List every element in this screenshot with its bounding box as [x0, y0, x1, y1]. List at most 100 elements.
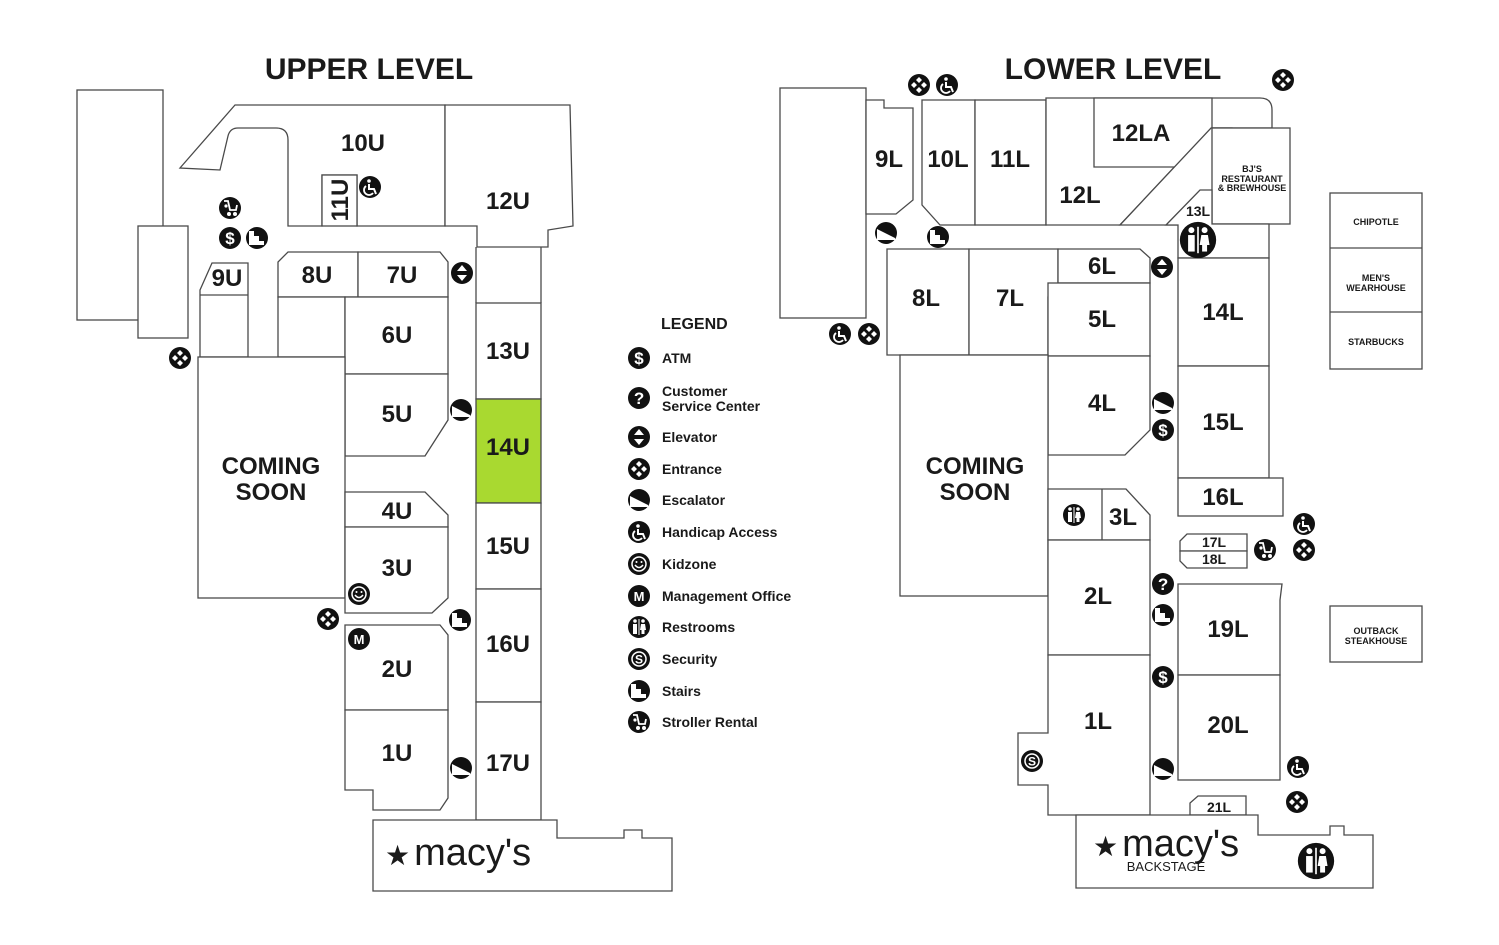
bjs-restaurant-brewhouse[interactable]	[1211, 127, 1291, 225]
lower-restroom-block	[1047, 488, 1151, 541]
lower-coming-soon-space	[899, 354, 1049, 597]
handicap-access-icon[interactable]	[358, 175, 382, 199]
restrooms-icon[interactable]	[1063, 504, 1085, 526]
legend-title: LEGEND	[661, 316, 728, 333]
unit-15u[interactable]	[475, 502, 542, 590]
unit-16u-label: 16U	[486, 631, 530, 658]
unit-16u[interactable]	[475, 588, 542, 703]
handicap-access-icon[interactable]	[935, 73, 959, 97]
stroller-rental-icon[interactable]	[218, 196, 242, 220]
unit-14l-label: 14L	[1202, 299, 1243, 326]
unit-12u[interactable]	[444, 104, 574, 248]
unit-3u[interactable]	[344, 526, 449, 614]
kidzone-icon[interactable]	[347, 582, 371, 606]
upper-coming-soon-line2: SOON	[236, 479, 307, 506]
unit-20l[interactable]	[1177, 674, 1281, 781]
escalator-icon[interactable]	[1152, 392, 1174, 414]
unit-11u[interactable]	[321, 174, 358, 227]
upper-macys-anchor[interactable]	[372, 819, 673, 892]
entrance-icon[interactable]	[1286, 791, 1308, 813]
svg-text:Customer: Customer	[662, 383, 728, 399]
unit-2l[interactable]	[1047, 539, 1151, 656]
security-icon[interactable]	[1020, 749, 1044, 773]
unit-11l[interactable]	[974, 99, 1047, 226]
unit-8u-label: 8U	[302, 262, 333, 289]
lower-macys-backstage-anchor[interactable]	[1075, 814, 1374, 889]
restrooms-icon[interactable]	[1179, 221, 1217, 259]
handicap-access-icon[interactable]	[1292, 512, 1316, 536]
unit-17u[interactable]	[475, 701, 542, 821]
unit-1l[interactable]	[1017, 654, 1151, 816]
unit-7u[interactable]	[357, 251, 449, 298]
macys-backstage-label: BACKSTAGE	[1127, 859, 1206, 874]
upper-coming-soon-space	[197, 356, 346, 599]
customer-service-icon[interactable]	[1152, 573, 1174, 595]
legend-item-stroller: Stroller Rental	[627, 710, 758, 734]
svg-text:Escalator: Escalator	[662, 492, 726, 508]
chipotle-label[interactable]: CHIPOTLE	[1353, 217, 1399, 227]
lower-unlabeled-block-left	[779, 87, 867, 319]
stroller-rental-icon[interactable]	[1253, 538, 1277, 562]
escalator-icon[interactable]	[1152, 758, 1174, 780]
entrance-icon[interactable]	[1272, 69, 1294, 91]
atm-icon	[628, 347, 650, 369]
unit-1u[interactable]	[344, 709, 449, 811]
unit-4u-label: 4U	[382, 498, 413, 525]
unit-17l[interactable]	[1179, 533, 1248, 552]
unit-19l[interactable]	[1177, 583, 1283, 676]
unit-13u[interactable]	[475, 302, 542, 400]
unit-16l[interactable]	[1177, 477, 1284, 517]
escalator-icon[interactable]	[450, 757, 472, 779]
elevator-icon[interactable]	[1151, 256, 1173, 278]
mens-wearhouse-label-line2[interactable]: WEARHOUSE	[1346, 283, 1406, 293]
entrance-icon[interactable]	[858, 323, 880, 345]
handicap-access-icon[interactable]	[1286, 755, 1310, 779]
starbucks-label[interactable]: STARBUCKS	[1348, 337, 1404, 347]
unit-14l[interactable]	[1177, 257, 1270, 367]
outback-label-line1: OUTBACK	[1354, 626, 1399, 636]
outback-steakhouse[interactable]	[1329, 605, 1423, 663]
unit-15l[interactable]	[1177, 365, 1270, 479]
unit-1l-label: 1L	[1084, 708, 1112, 735]
unit-2u[interactable]	[344, 624, 449, 711]
stairs-icon[interactable]	[1152, 604, 1174, 626]
stairs-icon[interactable]	[449, 609, 471, 631]
legend-item-entrance: Entrance	[628, 458, 722, 480]
stairs-icon[interactable]	[246, 227, 268, 249]
escalator-icon	[628, 489, 650, 511]
unit-6l-label: 6L	[1088, 253, 1116, 280]
unit-14u-highlighted[interactable]	[475, 398, 542, 504]
unit-4l-label: 4L	[1088, 390, 1116, 417]
unit-4u[interactable]	[344, 491, 449, 528]
atm-icon[interactable]	[1152, 419, 1174, 441]
atm-icon[interactable]	[219, 227, 241, 249]
handicap-access-icon[interactable]	[828, 322, 852, 346]
unit-6l[interactable]	[1057, 248, 1151, 284]
stairs-icon[interactable]	[927, 226, 949, 248]
unit-6u-label: 6U	[382, 322, 413, 349]
mens-wearhouse-label-line1[interactable]: MEN'S	[1362, 273, 1390, 283]
unit-6u[interactable]	[344, 296, 449, 375]
unit-5u-label: 5U	[382, 401, 413, 428]
entrance-icon[interactable]	[1293, 539, 1315, 561]
entrance-icon[interactable]	[317, 608, 339, 630]
svg-text:Service Center: Service Center	[662, 398, 761, 414]
elevator-icon[interactable]	[451, 262, 473, 284]
escalator-icon[interactable]	[450, 399, 472, 421]
escalator-icon[interactable]	[875, 222, 897, 244]
unit-2l-label: 2L	[1084, 583, 1112, 610]
unit-10l[interactable]	[921, 99, 976, 226]
entrance-icon[interactable]	[169, 347, 191, 369]
unit-12l-label: 12L	[1059, 182, 1100, 209]
unit-9l[interactable]	[865, 99, 914, 215]
lower-level-map: LOWER LEVEL 9L 10L 11L 12L 12LA BJ'S RES…	[779, 53, 1423, 889]
management-office-icon[interactable]	[348, 628, 370, 650]
unit-9u[interactable]	[199, 262, 249, 358]
entrance-icon[interactable]	[908, 74, 930, 96]
unit-15u-label: 15U	[486, 533, 530, 560]
atm-icon[interactable]	[1152, 666, 1174, 688]
unit-17l-label: 17L	[1202, 534, 1227, 550]
restrooms-icon[interactable]	[1297, 842, 1335, 880]
unit-18l[interactable]	[1179, 550, 1248, 569]
